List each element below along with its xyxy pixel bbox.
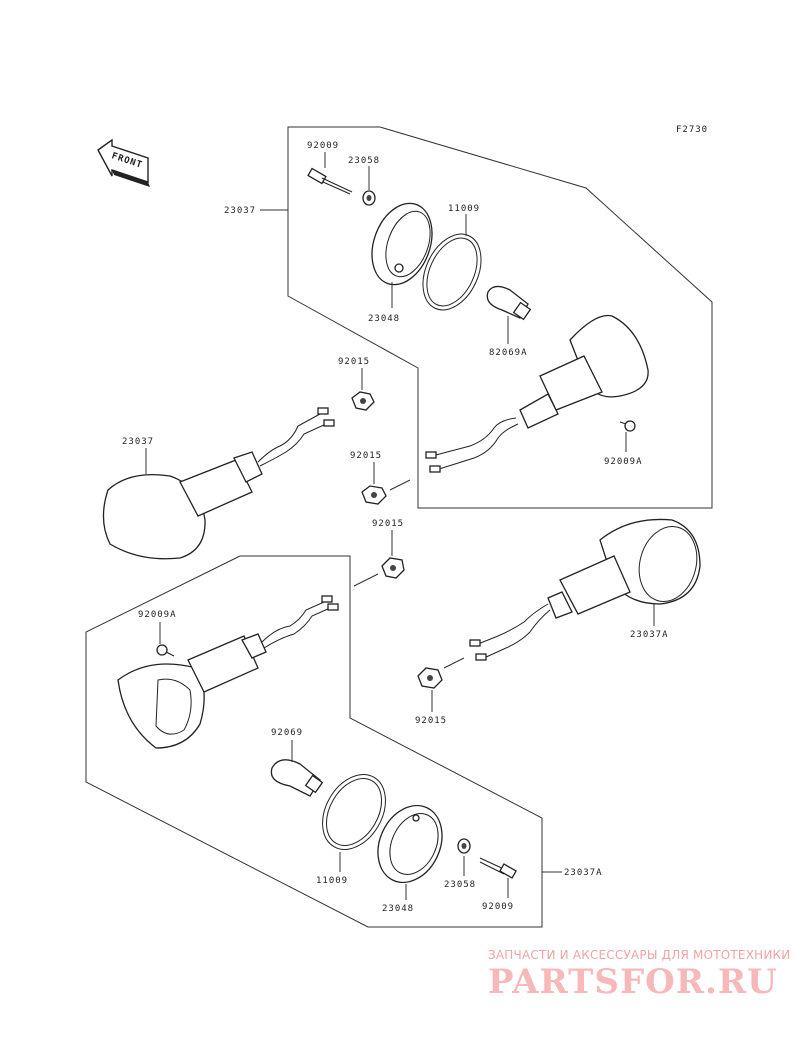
label-11009-bottom: 11009 (316, 876, 348, 886)
label-92015-d: 92015 (415, 716, 447, 726)
lens-rim-23048-bottom (377, 804, 443, 884)
label-92015-a: 92015 (338, 357, 370, 367)
front-arrow-icon: FRONT (97, 138, 150, 187)
bulb-92069 (270, 759, 324, 797)
label-92015-c: 92015 (372, 519, 404, 529)
label-23037-left: 23037 (122, 437, 154, 447)
lens-rim-23048-top (371, 202, 433, 286)
label-11009-top: 11009 (448, 204, 480, 214)
assembly-boundary-lower (85, 555, 543, 928)
label-92009a-left: 92009A (138, 610, 177, 620)
screw-92009-bottom (479, 857, 517, 879)
label-23037a-bottom: 23037A (564, 868, 603, 878)
label-82069a: 82069A (489, 348, 528, 358)
oring-11009-top (422, 233, 482, 311)
label-92009-top: 92009 (307, 141, 339, 151)
turn-signal-housing-upper-right (425, 314, 649, 473)
nut-92015-a (351, 391, 375, 411)
assembly-boundary-upper (287, 126, 713, 509)
turn-signal-housing-lower-left (117, 595, 339, 749)
washer-23058-top (362, 190, 376, 206)
washer-23058-bottom (457, 838, 471, 854)
label-23037a-right: 23037A (630, 630, 669, 640)
label-23058-bottom: 23058 (444, 880, 476, 890)
label-92009-bottom: 92009 (482, 902, 514, 912)
label-92069: 92069 (271, 728, 303, 738)
label-23058-top: 23058 (348, 156, 380, 166)
turn-signal-left-23037 (102, 407, 335, 560)
screw-92009a-right (619, 420, 636, 432)
bulb-82069a (486, 285, 532, 321)
turn-signal-right-23037a (469, 518, 701, 661)
nut-92015-d (417, 667, 443, 689)
label-92009a-right: 92009A (604, 457, 643, 467)
label-92015-b: 92015 (350, 451, 382, 461)
nut-92015-b (361, 485, 387, 505)
label-23048-bottom: 23048 (382, 904, 414, 914)
oring-11009-bottom (322, 774, 386, 850)
label-23037-top: 23037 (224, 206, 256, 216)
label-23048-top: 23048 (368, 314, 400, 324)
watermark-logo: PARTSFOR.RU (488, 962, 778, 1002)
watermark-text: ЗАПЧАСТИ И АКСЕССУАРЫ ДЛЯ МОТОТЕХНИКИ (488, 948, 791, 962)
screw-92009-top (307, 167, 353, 195)
nut-92015-c (381, 557, 405, 579)
screw-92009a-left (156, 644, 175, 657)
figure-code: F2730 (676, 125, 708, 135)
